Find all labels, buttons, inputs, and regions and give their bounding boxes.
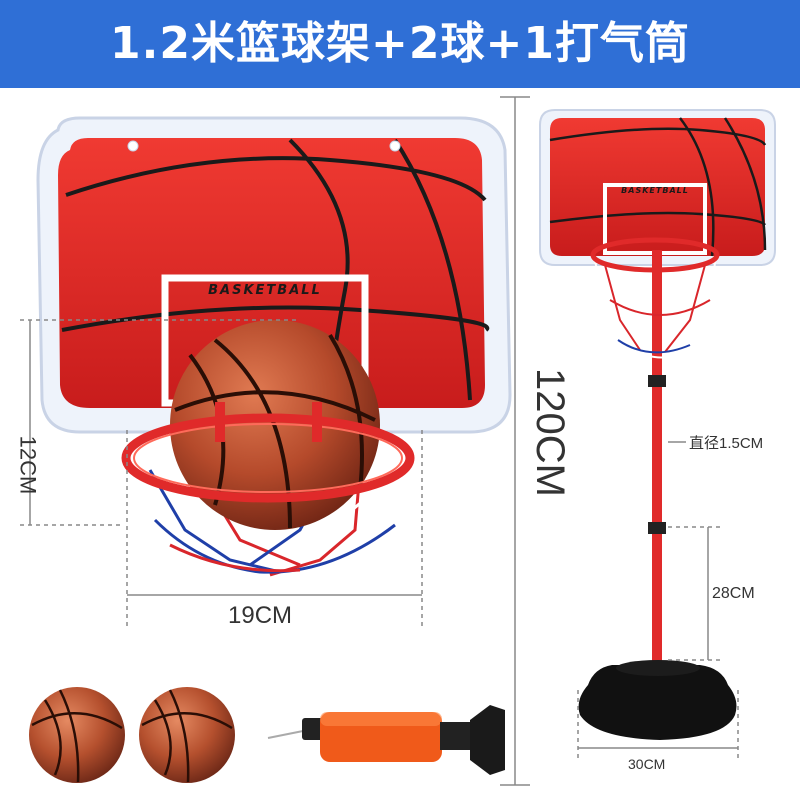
bottom-ball-2 [139,687,235,783]
segment-length-label: 28CM [712,585,755,602]
left-rim [121,402,415,503]
right-stand: BASKETBALL [500,96,776,786]
left-dimensions [20,319,423,630]
right-total-height-label: 120CM [527,368,572,497]
left-height-label: 12CM [15,435,41,495]
left-backboard-text: BASKETBALL [208,283,322,298]
left-hoop-closeup: BASKETBALL [36,116,512,434]
right-backboard-text: BASKETBALL [621,186,689,195]
pole-diameter-label: 直径1.5CM [689,435,764,452]
left-net [138,449,412,577]
title-banner [0,0,800,88]
page-title: 1.2米篮球架+2球+1打气筒 [110,18,690,69]
left-width-label: 19CM [228,602,293,629]
base-width-label: 30CM [628,756,666,772]
bottom-ball-1 [29,687,125,783]
bottom-pump [267,705,505,775]
